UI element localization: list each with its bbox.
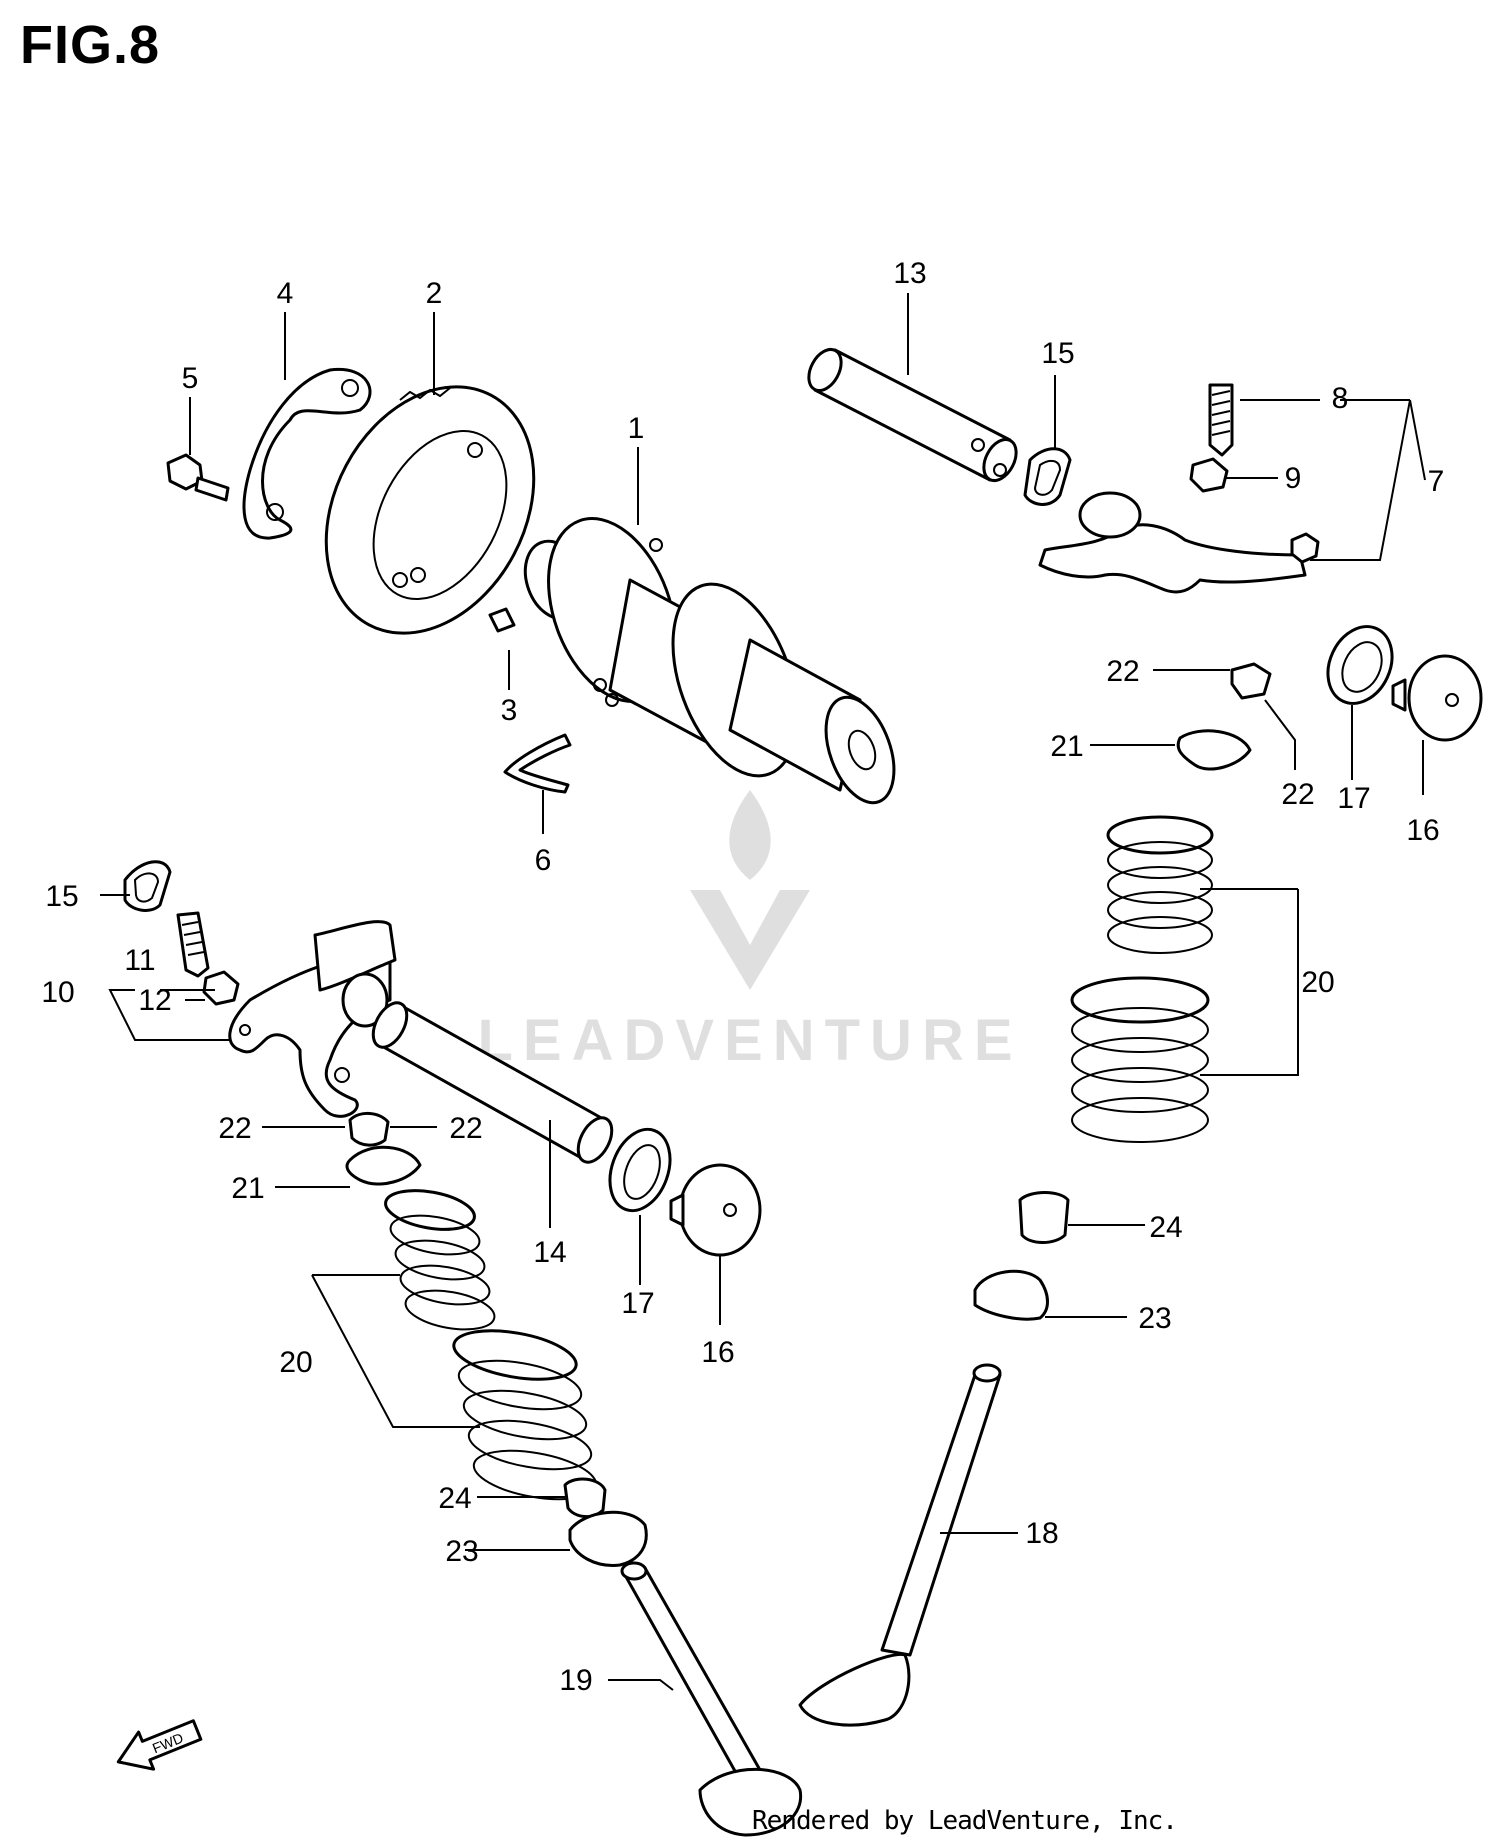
callout-21-right: 21: [1050, 730, 1083, 763]
part-sprocket-retainer: [242, 368, 372, 540]
callout-17-left: 17: [621, 1287, 654, 1320]
part-nut-9: [1189, 457, 1229, 493]
callout-17-right: 17: [1337, 782, 1370, 815]
part-retainer-21-right: [1176, 729, 1252, 771]
callout-12: 12: [138, 984, 171, 1017]
part-o-ring-17-right: [1326, 625, 1394, 705]
part-rocker-arm-7: [1038, 491, 1320, 594]
callout-22-right-b: 22: [1281, 778, 1314, 811]
callout-16-right: 16: [1406, 814, 1439, 847]
callout-22-right-a: 22: [1106, 655, 1139, 688]
part-o-ring-15-left: [123, 860, 172, 912]
callout-23-right: 23: [1138, 1302, 1171, 1335]
callout-15-left: 15: [45, 880, 78, 913]
callout-23-left: 23: [445, 1535, 478, 1568]
callout-22-left-a: 22: [218, 1112, 251, 1145]
part-dowel-pin: [488, 607, 516, 633]
figure-title: FIG.8: [20, 15, 161, 75]
part-camshaft: [523, 517, 896, 805]
part-adjuster-screw-11: [176, 911, 210, 978]
callout-4: 4: [277, 277, 294, 310]
callout-10: 10: [41, 976, 74, 1009]
part-o-ring-15-top: [1023, 447, 1072, 506]
part-cotter-22-left: [348, 1112, 390, 1147]
part-valve-spring-20-left: [384, 1189, 598, 1501]
callout-22-left-b: 22: [449, 1112, 482, 1145]
callout-3: 3: [501, 694, 518, 727]
callout-18: 18: [1025, 1517, 1058, 1550]
part-retainer-21-left: [345, 1145, 422, 1186]
part-bolt: [166, 453, 230, 502]
callout-11: 11: [124, 944, 155, 977]
callout-labels: 1 2 3 4 5 6 7 8 9 10 11 12 13 14 15 15 1…: [41, 257, 1444, 1697]
part-exhaust-valve-18: [798, 1363, 1002, 1727]
callout-9: 9: [1285, 462, 1302, 495]
callout-14: 14: [533, 1236, 566, 1269]
callout-24-right: 24: [1149, 1211, 1182, 1244]
leader-lines: [100, 293, 1426, 1691]
callout-20-right: 20: [1301, 966, 1334, 999]
part-rocker-shaft-14: [371, 1001, 614, 1164]
callout-7: 7: [1428, 465, 1445, 498]
callout-20-left: 20: [279, 1346, 312, 1379]
watermark-text: LEADVENTURE: [477, 1008, 1022, 1073]
part-tappet-cap-16-left: [669, 1163, 762, 1257]
part-tappet-cap-16-right: [1391, 654, 1483, 742]
callout-2: 2: [426, 277, 443, 310]
callout-1: 1: [628, 412, 645, 445]
callout-13: 13: [893, 257, 926, 290]
callout-19: 19: [559, 1664, 592, 1697]
fwd-arrow-icon: FWD: [116, 1719, 203, 1771]
part-valve-spring-20-right: [1070, 815, 1214, 1143]
callout-24-left: 24: [438, 1482, 471, 1515]
part-o-ring-17-left: [608, 1127, 672, 1213]
part-seal-24-left: [563, 1477, 607, 1518]
part-rocker-arm-10: [228, 920, 397, 1118]
callout-15-top: 15: [1041, 337, 1074, 370]
part-adjuster-screw-8: [1208, 383, 1234, 457]
part-cotter-22-right: [1230, 662, 1272, 700]
leadventure-watermark: LEADVENTURE: [477, 790, 1022, 1073]
part-seal-24-right: [1018, 1191, 1070, 1244]
part-cam-sprocket: [324, 385, 536, 635]
callout-6: 6: [535, 844, 552, 877]
callout-5: 5: [182, 362, 199, 395]
part-intake-valve-19: [620, 1561, 803, 1837]
part-nut-12: [202, 970, 240, 1006]
callout-21-left: 21: [231, 1172, 264, 1205]
callout-8: 8: [1332, 382, 1349, 415]
part-c-clip: [503, 733, 572, 794]
part-spring-seat-23-right: [973, 1269, 1049, 1321]
part-rocker-shaft-13: [807, 347, 1018, 483]
footer-credit: Rendered by LeadVenture, Inc.: [752, 1806, 1178, 1836]
part-spring-seat-23-left: [568, 1510, 648, 1567]
callout-16-left: 16: [701, 1336, 734, 1369]
